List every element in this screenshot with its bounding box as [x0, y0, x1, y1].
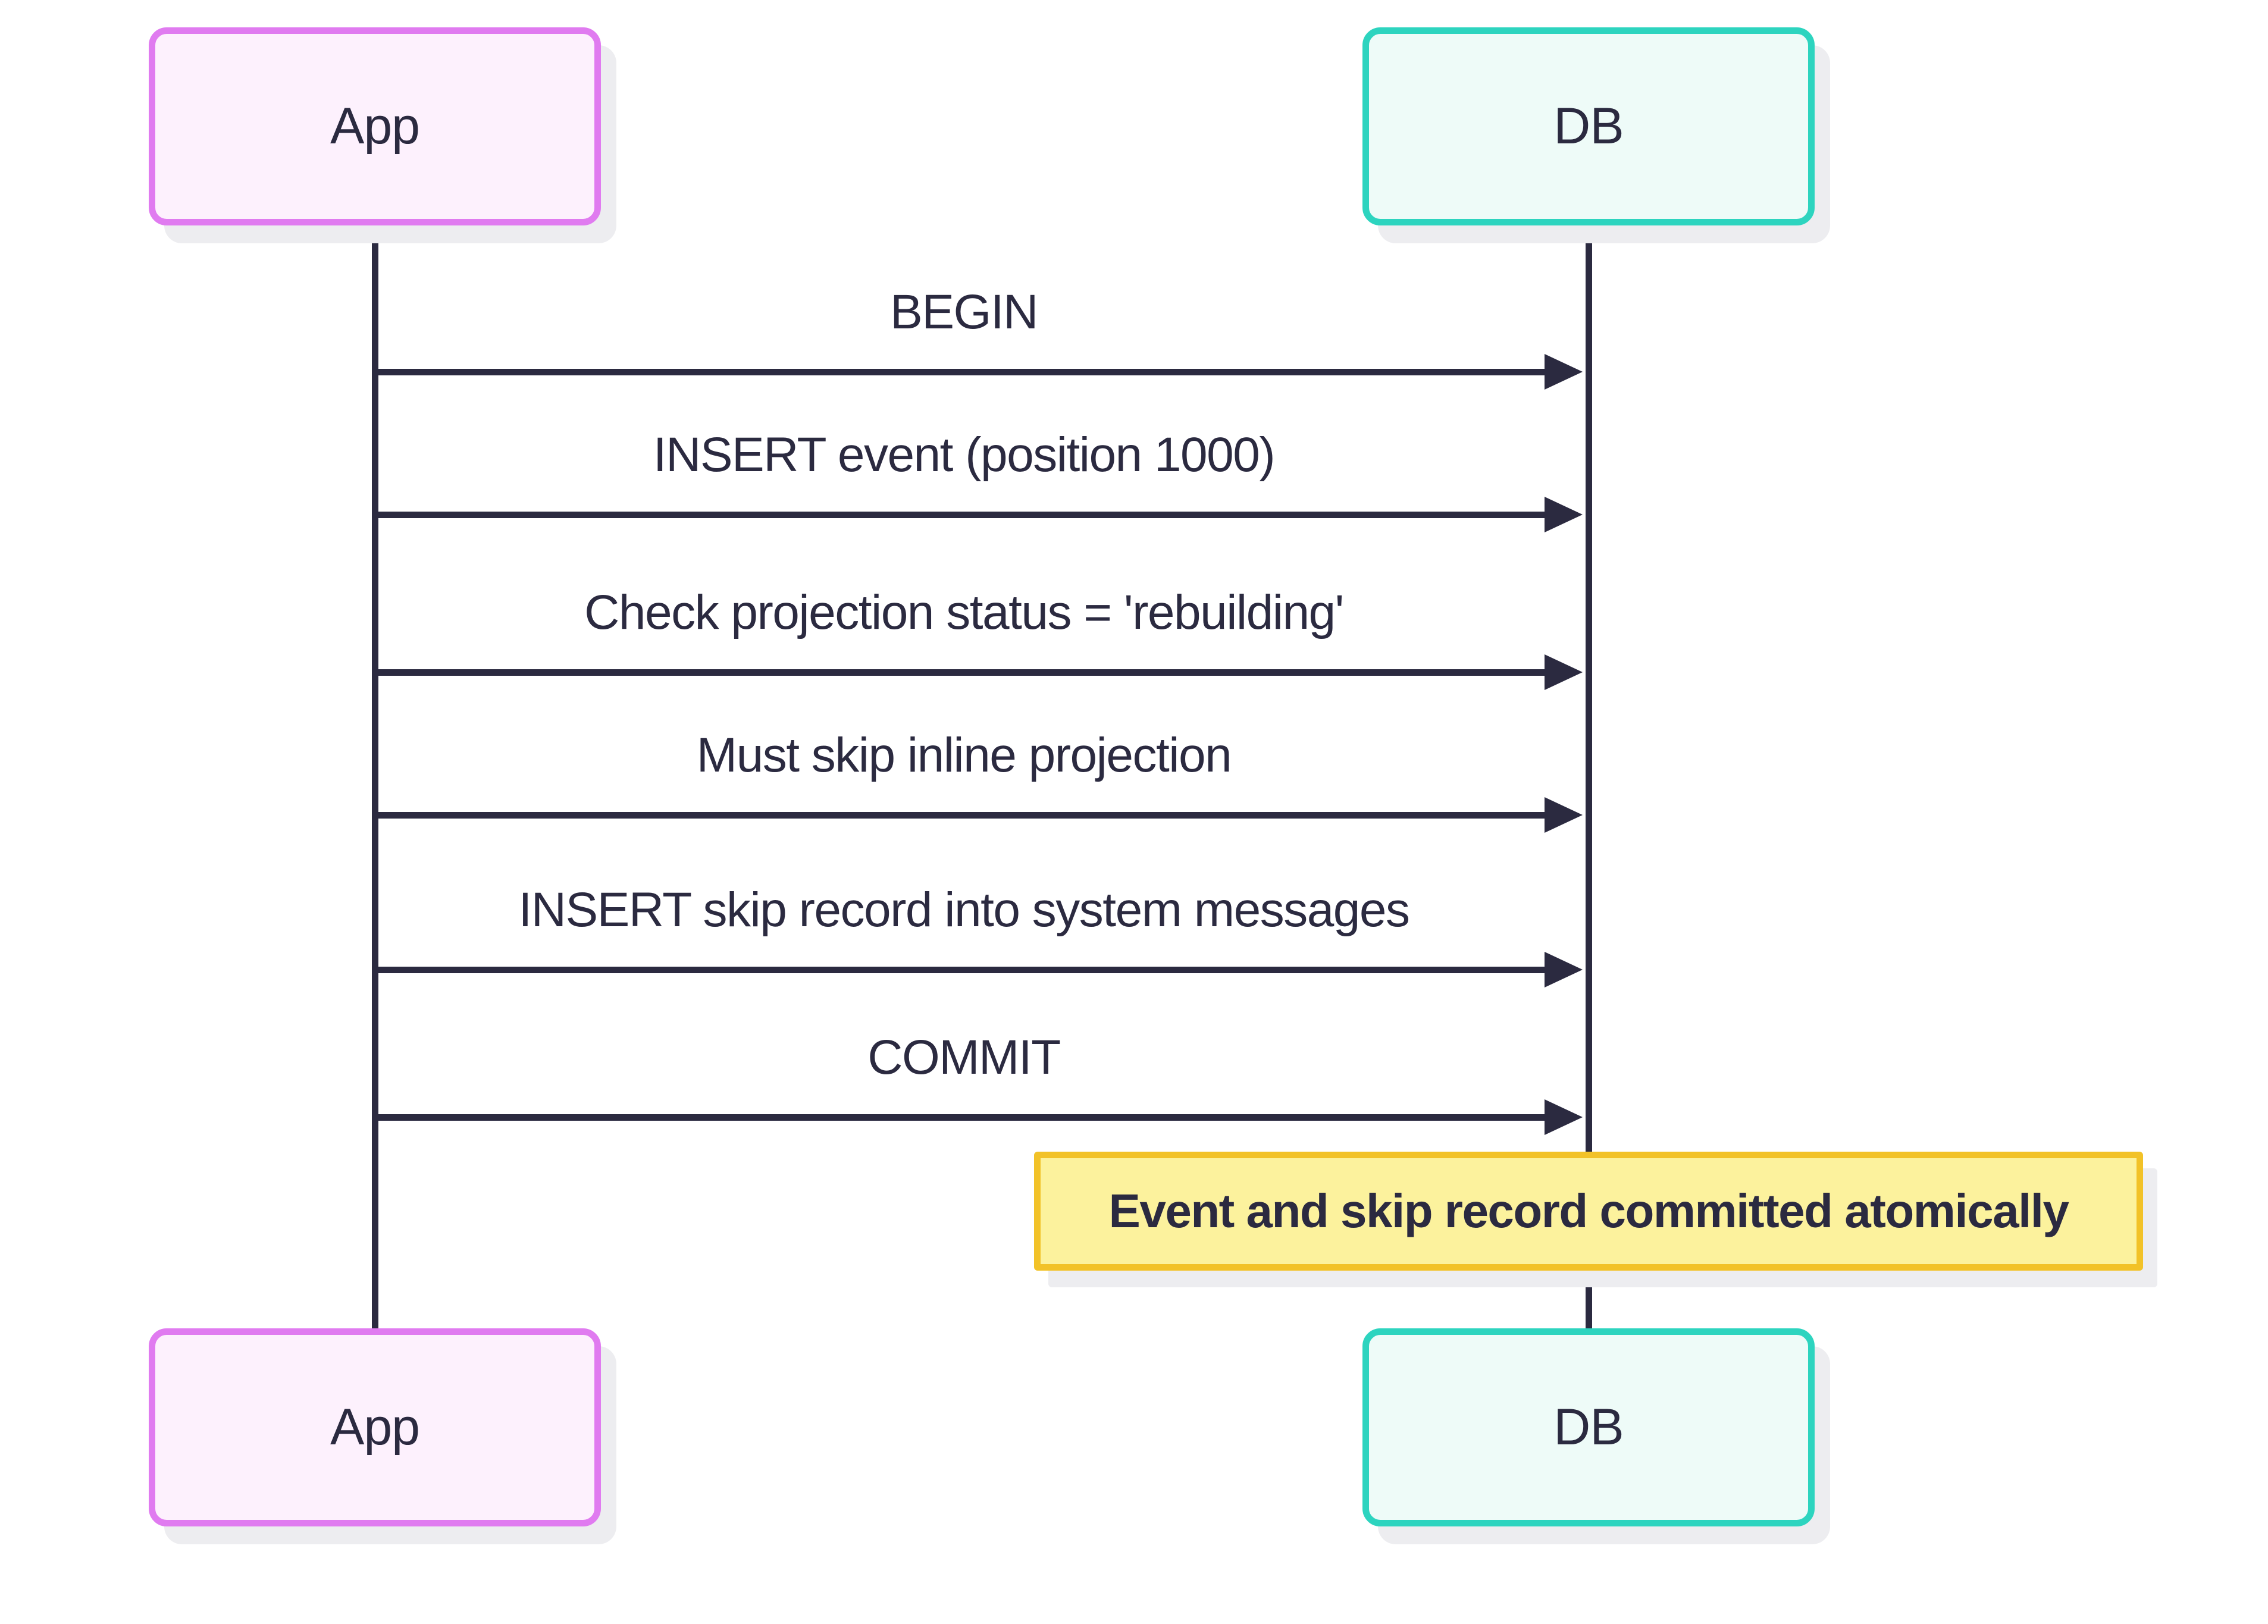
message-label: Check projection status = 'rebuilding' — [584, 585, 1344, 639]
message-arrow-line — [375, 369, 1552, 375]
message-arrow-line — [375, 669, 1552, 676]
message-arrowhead-icon — [1545, 354, 1583, 390]
note-label: Event and skip record committed atomical… — [1108, 1184, 2069, 1237]
actor-label-app-top: App — [330, 98, 420, 155]
message-label: BEGIN — [890, 285, 1038, 339]
message-arrowhead-icon — [1545, 654, 1583, 690]
message-label: Must skip inline projection — [696, 728, 1232, 782]
actor-label-app-bottom: App — [330, 1399, 420, 1456]
note-box: Event and skip record committed atomical… — [1034, 1152, 2143, 1271]
message-arrow-line — [375, 812, 1552, 819]
actor-label-db-top: DB — [1553, 98, 1624, 155]
message-arrowhead-icon — [1545, 952, 1583, 987]
actor-label-db-bottom: DB — [1553, 1399, 1624, 1456]
message-arrow-line — [375, 967, 1552, 973]
message-arrow-line — [375, 1114, 1552, 1121]
actor-box-db-bottom: DB — [1362, 1328, 1815, 1526]
message-arrowhead-icon — [1545, 797, 1583, 833]
actor-box-app-top: App — [149, 27, 601, 225]
message-arrowhead-icon — [1545, 497, 1583, 532]
message-label: INSERT skip record into system messages — [518, 883, 1410, 937]
lifeline-db — [1586, 225, 1592, 1331]
message-label: INSERT event (position 1000) — [653, 428, 1276, 482]
lifeline-app — [372, 225, 378, 1331]
actor-box-app-bottom: App — [149, 1328, 601, 1526]
message-arrow-line — [375, 512, 1552, 518]
actor-box-db-top: DB — [1362, 27, 1815, 225]
message-label: COMMIT — [867, 1030, 1061, 1084]
message-arrowhead-icon — [1545, 1099, 1583, 1135]
